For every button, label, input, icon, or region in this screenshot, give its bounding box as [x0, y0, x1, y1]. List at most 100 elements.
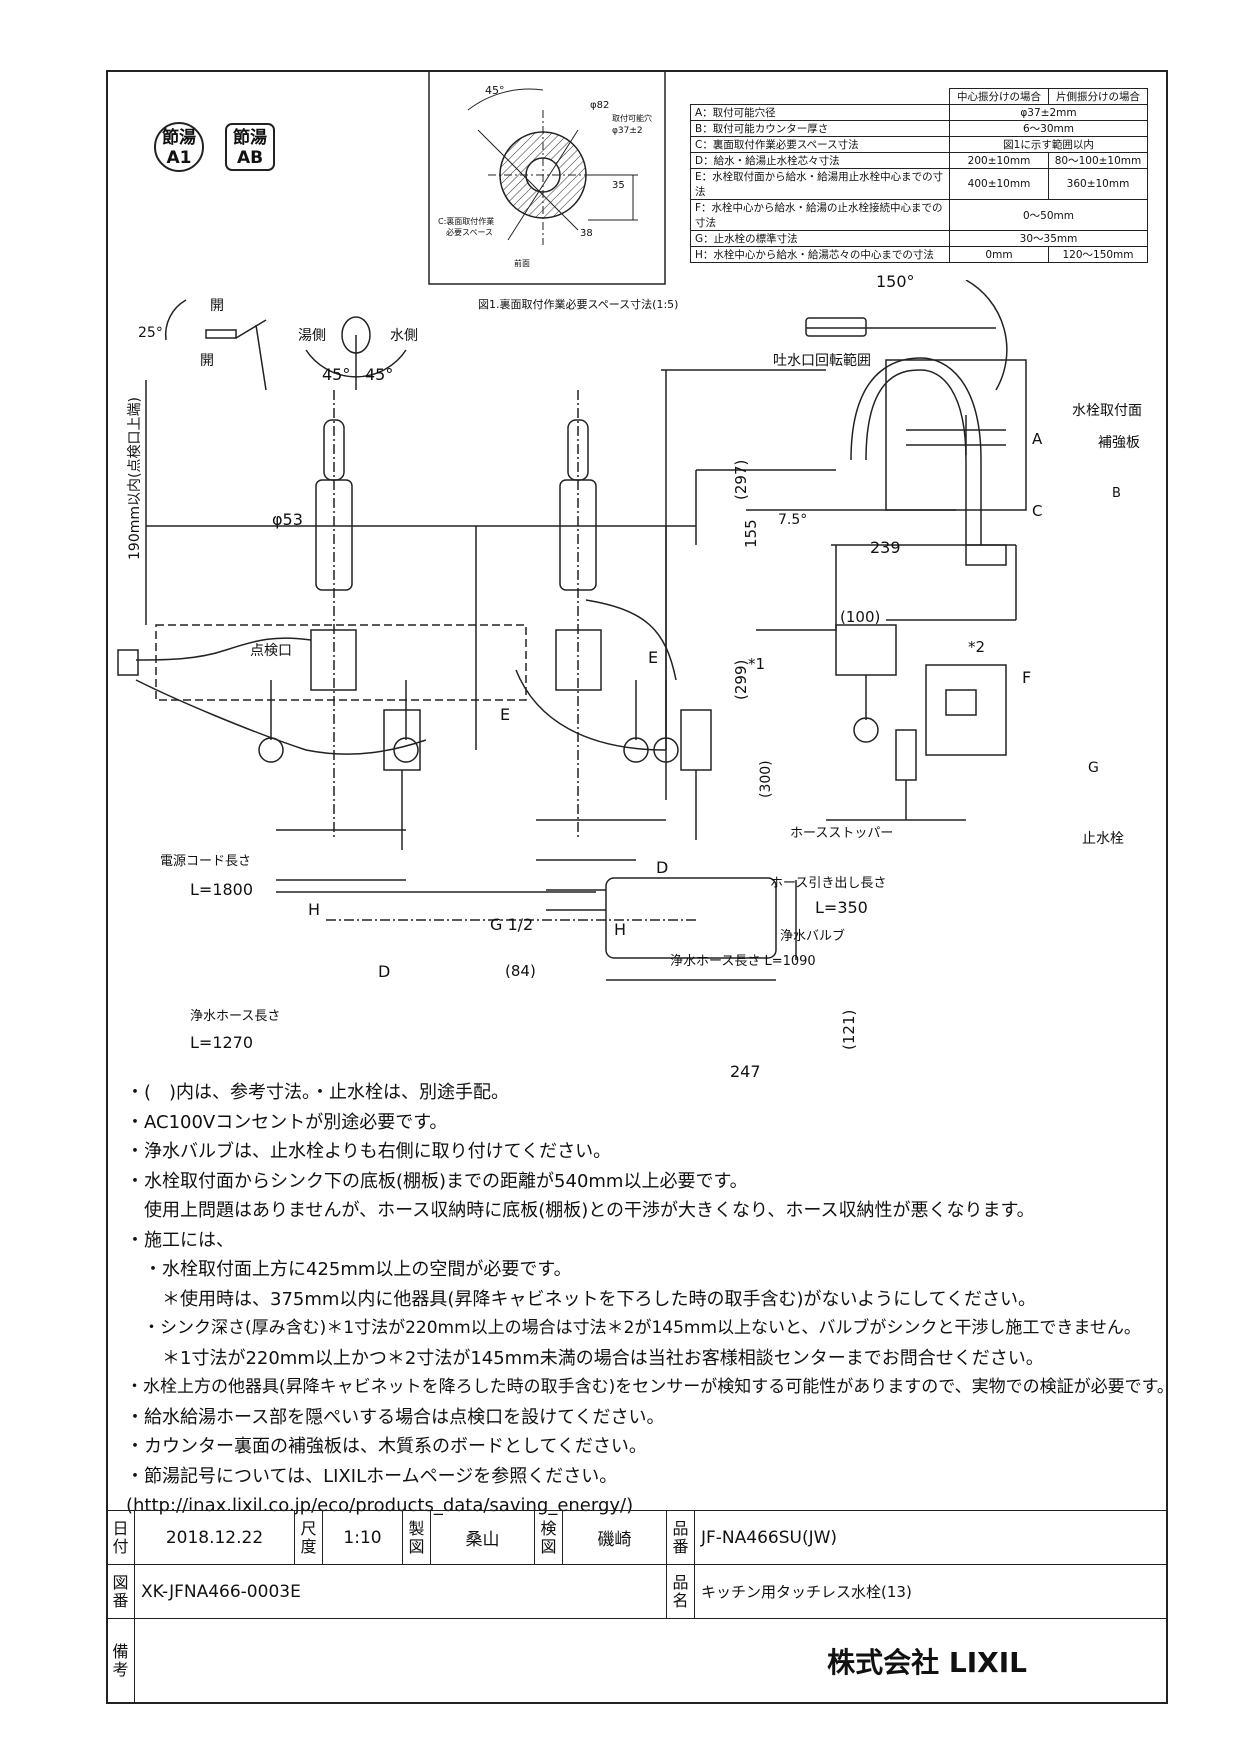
spec-row: H：水栓中心から給水・給湯芯々の中心までの寸法 0mm 120～150mm	[690, 246, 1148, 263]
note-line: ・水栓上方の他器具(昇降キャビネットを降ろした時の取手含む)をセンサーが検知する…	[126, 1377, 1174, 1397]
notes: ・( )内は、参考寸法。・止水栓は、別途手配。 ・AC100Vコンセントが別途必…	[126, 1078, 1174, 1521]
label-purify-valve: 浄水バルブ	[780, 929, 846, 944]
fig1-dia-outer: φ82	[590, 100, 610, 111]
label-dim-c: C	[1032, 502, 1043, 520]
label-dim-247: 247	[730, 1062, 761, 1081]
spec-header-center: 中心振分けの場合	[949, 88, 1049, 105]
label-angle-45b: 45°	[365, 365, 394, 384]
label-star-1: *1	[748, 655, 766, 673]
label-inspection-port: 点検口	[250, 643, 292, 659]
spec-row: D：給水・給湯止水栓芯々寸法 200±10mm 80～100±10mm	[690, 152, 1148, 169]
note-line: ・水栓取付面上方に425mm以上の空間が必要です。	[126, 1259, 572, 1280]
name-label: 品名	[666, 1564, 695, 1619]
date-value: 2018.12.22	[134, 1510, 295, 1565]
label-open-2: 開	[200, 353, 214, 369]
label-cold-side: 水側	[390, 328, 418, 344]
scale-label: 尺度	[294, 1510, 323, 1565]
note-line: ・水栓取付面からシンク下の底板(棚板)までの距離が540mm以上必要です。	[126, 1170, 748, 1192]
fig1-dim-35: 35	[612, 180, 625, 191]
spec-row: G：止水栓の標準寸法 30～35mm	[690, 230, 1148, 247]
label-dim-190: 190mm以内(点検口上端)	[127, 397, 143, 560]
drawn-label: 製図	[402, 1510, 431, 1565]
note-line: ＊使用時は、375mm以内に他器具(昇降キャビネットを下ろした時の取手含む)がな…	[126, 1288, 1037, 1310]
label-open-1: 開	[210, 298, 224, 314]
spec-row: F：水栓中心から給水・給湯の止水栓接続中心までの寸法 0～50mm	[690, 199, 1148, 231]
label-dim-155: 155	[742, 519, 760, 548]
fig1-hole-label: 取付可能穴	[612, 114, 652, 123]
spec-table: 中心振分けの場合 片側振分けの場合 A：取付可能穴径 φ37±2mm B：取付可…	[690, 88, 1148, 263]
note-line: ・( )内は、参考寸法。・止水栓は、別途手配。	[126, 1082, 510, 1103]
fig1-dim-38: 38	[580, 228, 593, 239]
note-line: ・AC100Vコンセントが別途必要です。	[126, 1111, 448, 1133]
badge-ab	[225, 123, 275, 171]
spec-row: C：裏面取付作業必要スペース寸法 図1に示す範囲以内	[690, 136, 1148, 153]
drawingno-value: XK-JFNA466-0003E	[134, 1564, 667, 1619]
badge-a1	[154, 122, 204, 172]
note-line: ・節湯記号については、LIXILホームページを参照ください。	[126, 1465, 618, 1487]
label-stop-valve: 止水栓	[1082, 831, 1124, 847]
label-dim-300: (300)	[758, 760, 774, 798]
label-hot-side: 湯側	[298, 328, 326, 344]
checked-label: 検図	[534, 1510, 563, 1565]
label-purify-hose-1090: 浄水ホース長さ L=1090	[670, 954, 816, 969]
company-name: 株式会社 LIXIL	[134, 1618, 1168, 1704]
remarks-label: 備考	[106, 1618, 135, 1704]
spec-row: A：取付可能穴径 φ37±2mm	[690, 104, 1148, 121]
label-dim-100: (100)	[840, 608, 881, 626]
spec-header-side: 片側振分けの場合	[1048, 88, 1148, 105]
label-dim-e1: E	[500, 705, 511, 724]
label-dia-53: φ53	[272, 510, 303, 529]
label-dim-d1: D	[378, 962, 391, 981]
label-dim-g: G	[1088, 760, 1099, 776]
label-hose-pull-length: ホース引き出し長さ	[770, 876, 887, 891]
note-line: 使用上問題はありませんが、ホース収納時に底板(棚板)との干渉が大きくなり、ホース…	[126, 1200, 1035, 1221]
label-dim-h1: H	[308, 900, 321, 919]
label-reinforce-board: 補強板	[1098, 435, 1140, 451]
note-line: ・給水給湯ホース部を隠ぺいする場合は点検口を設けてください。	[126, 1406, 665, 1428]
label-dim-297: (297)	[732, 459, 750, 500]
label-dim-b: B	[1112, 486, 1121, 501]
fig1-work-space: C:裏面取付作業 必要スペース	[438, 217, 495, 237]
label-dim-d2: D	[656, 858, 669, 877]
product-name-value: キッチン用タッチレス水栓(13)	[694, 1564, 1168, 1619]
faucet-installation-drawing	[117, 280, 1027, 981]
label-purify-hose: 浄水ホース長さ	[190, 1009, 281, 1024]
fig1-angle: 45°	[485, 84, 505, 97]
label-angle-45a: 45°	[322, 365, 351, 384]
label-dim-239: 239	[870, 538, 901, 557]
label-l1800: L=1800	[190, 880, 254, 899]
label-hose-stopper: ホースストッパー	[790, 826, 894, 841]
date-label: 日付	[106, 1510, 135, 1565]
drawn-value: 桑山	[430, 1510, 535, 1565]
scale-value: 1:10	[322, 1510, 403, 1565]
note-line: ＊1寸法が220mm以上かつ＊2寸法が145mm未満の場合は当社お客様相談センタ…	[126, 1347, 1044, 1369]
label-angle-75: 7.5°	[778, 512, 808, 528]
drawingno-label: 図番	[106, 1564, 135, 1619]
label-g12: G 1/2	[490, 915, 534, 934]
note-line: ・シンク深さ(厚み含む)＊1寸法が220mm以上の場合は寸法＊2が145mm以上…	[126, 1318, 1141, 1338]
label-angle-25: 25°	[138, 325, 163, 341]
label-star-2: *2	[968, 638, 986, 656]
partno-value: JF-NA466SU(JW)	[694, 1510, 1168, 1565]
label-l1270: L=1270	[190, 1033, 254, 1052]
spec-row: B：取付可能カウンター厚さ 6～30mm	[690, 120, 1148, 137]
partno-label: 品番	[666, 1510, 695, 1565]
checked-value: 磯崎	[562, 1510, 667, 1565]
label-l350: L=350	[815, 898, 868, 917]
label-mount-face: 水栓取付面	[1072, 403, 1142, 419]
title-block: 日付 2018.12.22 尺度 1:10 製図 桑山 検図 磯崎 品番 JF-…	[106, 1510, 1168, 1704]
label-dim-e2: E	[648, 648, 659, 667]
label-dim-a: A	[1032, 430, 1043, 448]
label-power-cord: 電源コード長さ	[160, 854, 252, 869]
fig1-dia-hole: φ37±2	[612, 126, 643, 136]
note-line: ・カウンター裏面の補強板は、木質系のボードとしてください。	[126, 1436, 647, 1457]
fig1-caption: 図1.裏面取付作業必要スペース寸法(1:5)	[478, 298, 679, 311]
label-dim-299: (299)	[732, 659, 750, 700]
label-dim-f: F	[1022, 668, 1032, 687]
label-spout-range: 吐水口回転範囲	[773, 353, 871, 369]
fig1-front: 前面	[514, 259, 530, 268]
spec-row: E：水栓取付面から給水・給湯用止水栓中心までの寸法 400±10mm 360±1…	[690, 168, 1148, 200]
label-dim-84: (84)	[505, 962, 536, 980]
